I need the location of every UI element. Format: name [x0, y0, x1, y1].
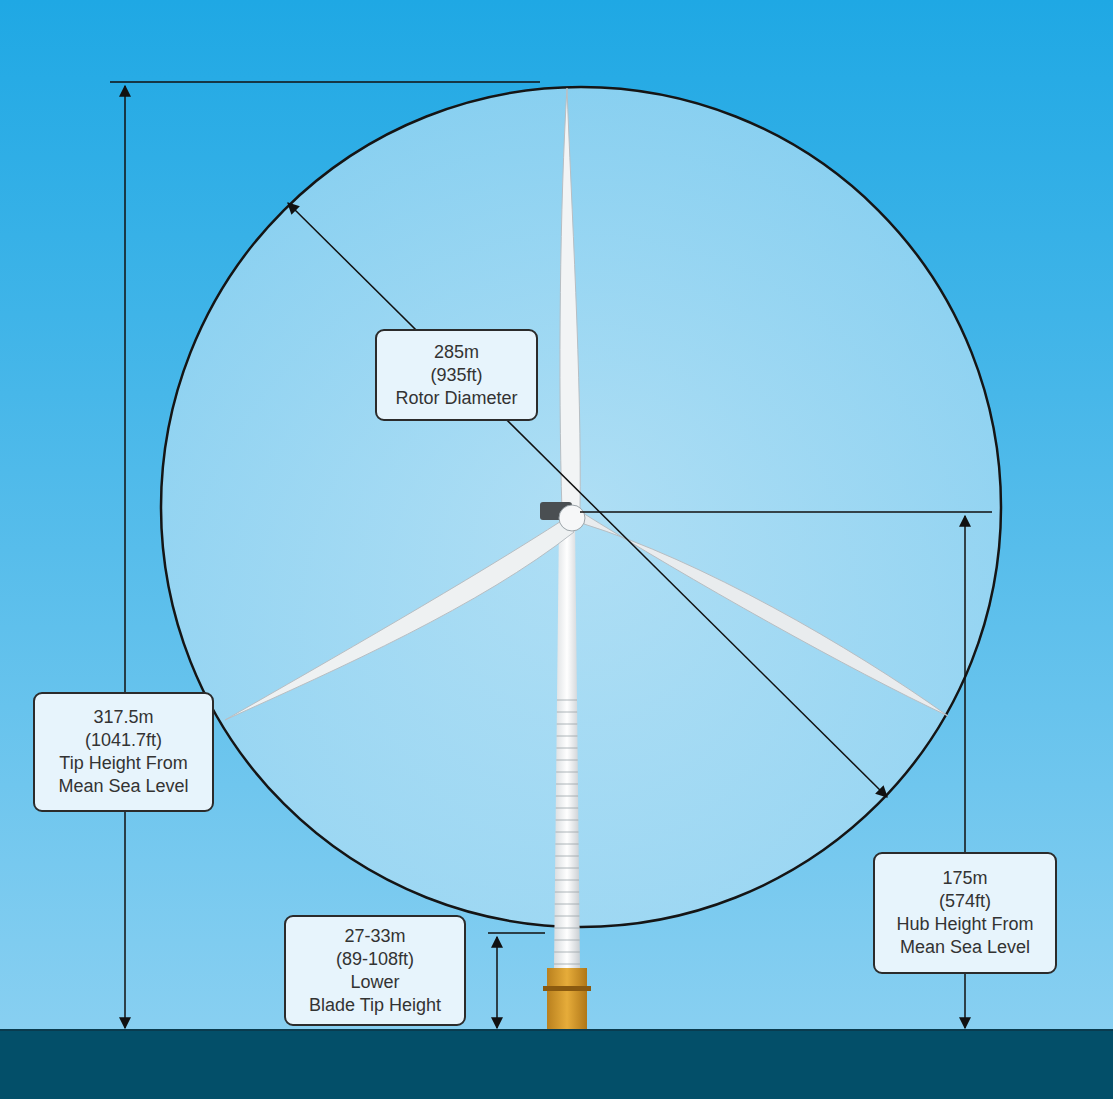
- dimension-text: Tip Height From Mean Sea Level: [45, 752, 202, 798]
- dimension-line: [288, 203, 887, 797]
- dimension-text: 175m: [942, 867, 987, 890]
- dimension-text: 285m: [434, 341, 479, 364]
- dimension-callout: 285m(935ft)Rotor Diameter: [375, 329, 538, 421]
- tower-section-line: [555, 880, 579, 881]
- tower-section-line: [555, 892, 579, 893]
- extension-line: [488, 932, 545, 934]
- dimension-callout: 27-33m(89-108ft)LowerBlade Tip Height: [284, 915, 466, 1026]
- dimension-text: (1041.7ft): [85, 729, 162, 752]
- tower-section-line: [557, 712, 577, 713]
- tower-section-line: [556, 820, 579, 821]
- extension-line: [580, 511, 992, 513]
- dimension-callout: 175m(574ft)Hub Height From Mean Sea Leve…: [873, 852, 1057, 974]
- dimension-callout: 317.5m(1041.7ft)Tip Height From Mean Sea…: [33, 692, 214, 812]
- tower-section-line: [556, 748, 577, 749]
- dimension-text: (89-108ft): [336, 948, 414, 971]
- tower-section-line: [556, 760, 577, 761]
- dimension-text: (935ft): [430, 364, 482, 387]
- tower-section-line: [555, 856, 579, 857]
- dimension-text: 317.5m: [93, 706, 153, 729]
- dimension-text: 27-33m: [344, 925, 405, 948]
- blade: [560, 88, 580, 512]
- tower-section-line: [556, 796, 578, 797]
- dimension-text: Lower: [350, 971, 399, 994]
- blade: [225, 518, 574, 720]
- tower-section-line: [557, 700, 577, 701]
- tower-section-line: [555, 904, 580, 905]
- tower-section-line: [555, 868, 579, 869]
- tower-section-line: [554, 940, 579, 941]
- rotor-disc: [161, 87, 1001, 927]
- tower-section-line: [554, 952, 580, 953]
- dimension-text: Blade Tip Height: [309, 994, 441, 1017]
- hub: [559, 505, 585, 531]
- tower-section-line: [554, 928, 579, 929]
- extension-line: [110, 81, 540, 83]
- dimension-text: (574ft): [939, 890, 991, 913]
- sea-level-line: [0, 1029, 1113, 1031]
- tower-section-line: [555, 916, 580, 917]
- sea: [0, 1030, 1113, 1099]
- tower-section-line: [556, 772, 578, 773]
- tower-section-line: [554, 964, 580, 965]
- tower: [554, 520, 580, 968]
- tower-section-line: [556, 784, 578, 785]
- blade: [578, 510, 948, 716]
- dimension-text: Hub Height From Mean Sea Level: [885, 913, 1045, 959]
- tower-section-line: [556, 808, 578, 809]
- tower-section-line: [556, 832, 579, 833]
- tower-section-line: [557, 736, 578, 737]
- dimension-line: [496, 937, 498, 1028]
- platform: [543, 986, 591, 991]
- dimension-text: Rotor Diameter: [395, 387, 517, 410]
- tower-section-line: [557, 724, 578, 725]
- tower-section-line: [555, 844, 578, 845]
- dimension-line: [124, 86, 126, 1028]
- transition-piece: [547, 968, 587, 1030]
